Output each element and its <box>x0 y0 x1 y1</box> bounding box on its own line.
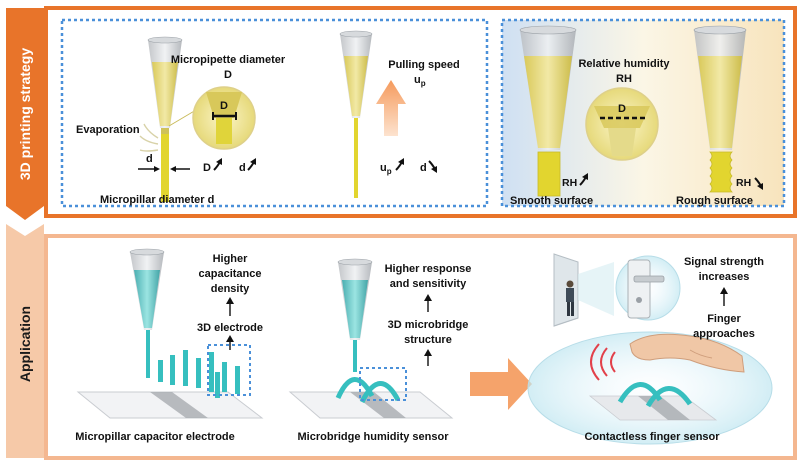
evaporation-label: Evaporation <box>76 124 140 136</box>
small-d-label: d <box>146 153 153 165</box>
finger-sensor-caption: Contactless finger sensor <box>584 431 720 443</box>
microbridge-structure-line2: structure <box>404 334 452 346</box>
signal-strength-line1: Signal strength <box>684 256 764 268</box>
finger-hand-icon <box>629 333 745 373</box>
micropillar-thin <box>354 118 358 198</box>
micropipette-left <box>147 36 183 202</box>
person-icon <box>566 280 574 316</box>
signal-waves-icon <box>590 343 616 381</box>
smooth-pillar <box>537 151 561 197</box>
electrode-highlight-box <box>207 344 251 396</box>
microbridge-scene <box>288 258 454 419</box>
finger-approaches-line2: approaches <box>693 328 755 340</box>
signal-strength-line2: increases <box>699 271 750 283</box>
zoom-guide-line <box>168 109 197 127</box>
top-section-label: 3D printing strategy <box>17 48 33 180</box>
view-cone <box>578 262 614 316</box>
microbridge-structure-line1: 3D microbridge <box>388 319 469 331</box>
door-handle-plate <box>627 259 651 319</box>
micropipette-middle <box>339 30 373 198</box>
capacitor-caption: Micropillar capacitor electrode <box>75 431 235 443</box>
top-section-frame <box>44 6 797 218</box>
bottom-section-banner <box>6 224 44 458</box>
micropipette-smooth <box>519 25 577 197</box>
relative-humidity-label: Relative humidity <box>578 58 670 70</box>
evaporation-icon <box>139 123 159 152</box>
rh-right-label: RH <box>736 177 751 189</box>
higher-capacitance-line2: capacitance <box>199 268 262 280</box>
3d-electrode-label: 3D electrode <box>197 322 263 334</box>
zoom-D-label: D <box>220 100 228 112</box>
micropillar-left <box>161 134 169 202</box>
micropipette-diameter-label: Micropipette diameter <box>171 54 286 66</box>
smooth-surface-label: Smooth surface <box>510 195 593 207</box>
sensor-bridge-right <box>645 386 693 408</box>
higher-response-line1: Higher response <box>385 263 472 275</box>
pulling-up-arrow <box>376 80 406 136</box>
relation-d-label: d <box>239 162 246 174</box>
relation-u-label: up <box>380 162 392 176</box>
higher-capacitance-line1: Higher <box>213 253 249 265</box>
micropillar-diameter-caption: Micropillar diameter d <box>100 194 214 206</box>
panel-diameter-speed-box <box>60 18 489 208</box>
rh-left-label: RH <box>562 177 577 189</box>
pulling-speed-symbol: up <box>414 74 426 88</box>
finger-approaches-line1: Finger <box>707 313 741 325</box>
relation-D-label: D <box>203 162 211 174</box>
bottom-section-frame <box>44 234 797 460</box>
bottom-section-label: Application <box>17 306 33 382</box>
micropipette-rough <box>693 25 747 193</box>
micropipette-diameter-symbol: D <box>224 69 232 81</box>
relation-d-speed-label: d <box>420 162 427 174</box>
pulling-speed-label: Pulling speed <box>388 59 460 71</box>
higher-capacitance-line3: density <box>211 283 250 295</box>
micropillar-array <box>158 350 240 398</box>
transition-arrow <box>470 358 532 410</box>
higher-response-line2: and sensitivity <box>390 278 467 290</box>
microbridge-caption: Microbridge humidity sensor <box>298 431 450 443</box>
top-section-banner <box>6 8 44 220</box>
rough-surface-label: Rough surface <box>676 195 753 207</box>
relative-humidity-symbol: RH <box>616 73 632 85</box>
zoom-humidity-D-label: D <box>618 103 626 115</box>
rough-pillar <box>709 151 733 193</box>
microbridge-highlight-box <box>359 367 407 401</box>
capacitor-scene <box>76 248 264 419</box>
door-handle-icon <box>633 275 665 283</box>
